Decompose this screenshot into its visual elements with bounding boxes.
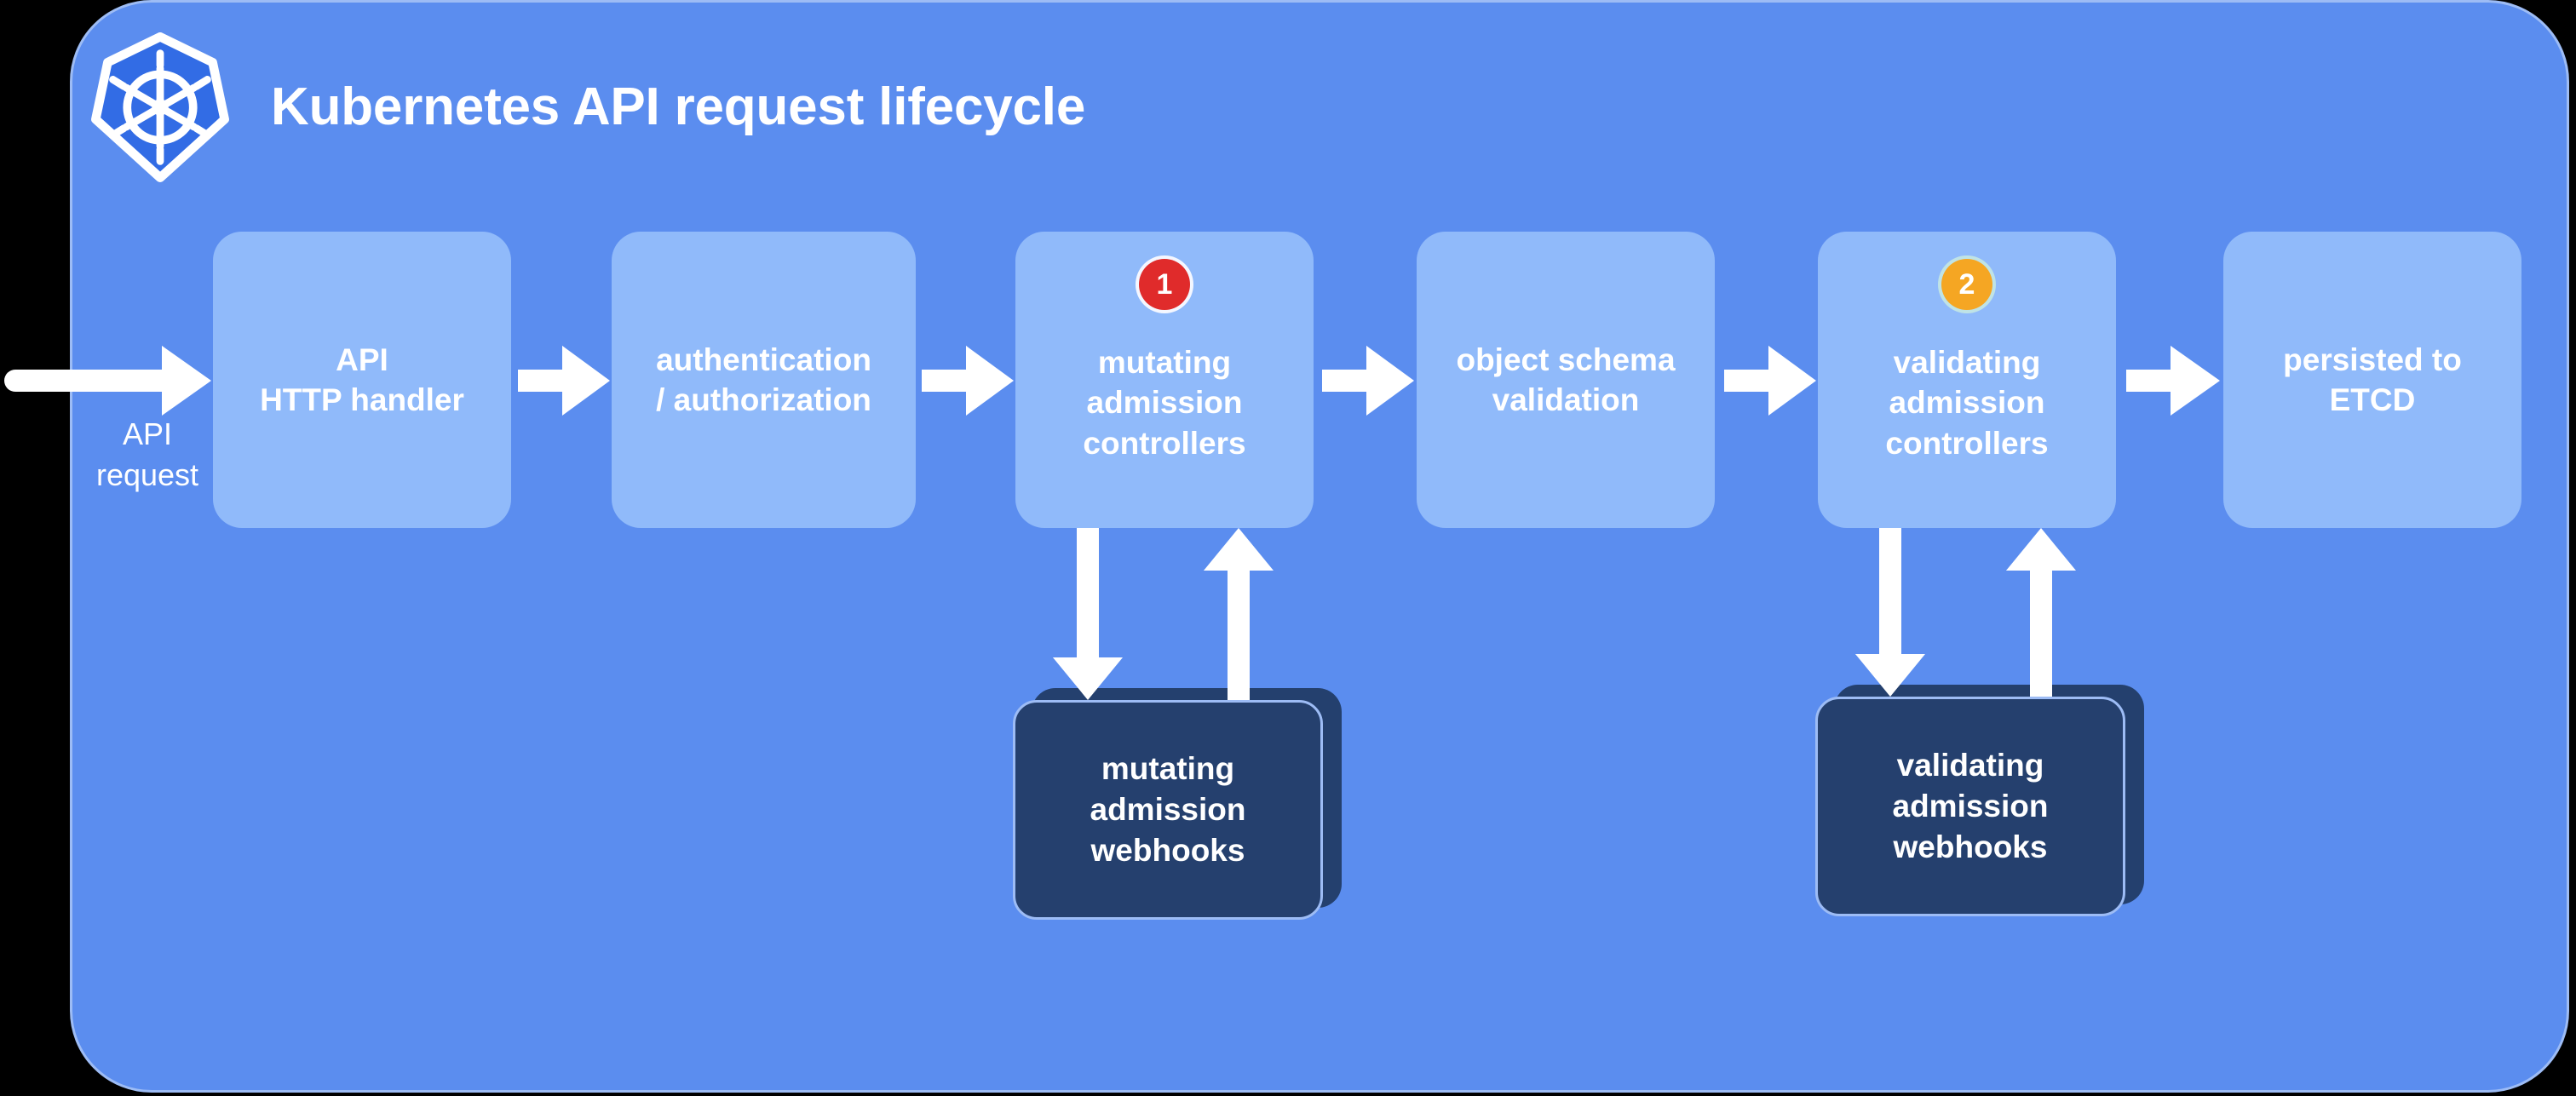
stage-box-mutating-admission-controllers[interactable]: 1 mutating admission controllers	[1015, 232, 1314, 528]
kubernetes-logo-icon	[91, 32, 229, 182]
stage-label: API HTTP handler	[260, 341, 464, 417]
stage-box-object-schema-validation[interactable]: object schema validation	[1417, 232, 1715, 528]
badge-2: 2	[1941, 259, 1992, 310]
badge-1: 1	[1139, 259, 1190, 310]
webhook-label: mutating admission webhooks	[1013, 700, 1323, 920]
diagram-header: Kubernetes API request lifecycle	[85, 32, 1085, 182]
stage-box-persisted-to-etcd[interactable]: persisted to ETCD	[2223, 232, 2521, 528]
stage-label: mutating admission controllers	[1083, 344, 1246, 461]
stage-label: validating admission controllers	[1885, 344, 2049, 461]
stage-label: object schema validation	[1456, 341, 1676, 417]
stage-label: authentication / authorization	[656, 341, 871, 417]
webhook-card-mutating-admission-webhooks[interactable]: mutating admission webhooks	[1013, 688, 1342, 923]
api-request-label: API request	[95, 416, 199, 492]
stage-label: persisted to ETCD	[2283, 341, 2462, 417]
page-title: Kubernetes API request lifecycle	[271, 77, 1086, 136]
diagram-panel	[70, 0, 2569, 1093]
webhook-card-validating-admission-webhooks[interactable]: validating admission webhooks	[1815, 685, 2144, 920]
stage-box-validating-admission-controllers[interactable]: 2 validating admission controllers	[1818, 232, 2116, 528]
stage-box-api-http-handler[interactable]: API HTTP handler	[213, 232, 511, 528]
webhook-label: validating admission webhooks	[1815, 697, 2125, 916]
stage-box-authentication-authorization[interactable]: authentication / authorization	[612, 232, 916, 528]
